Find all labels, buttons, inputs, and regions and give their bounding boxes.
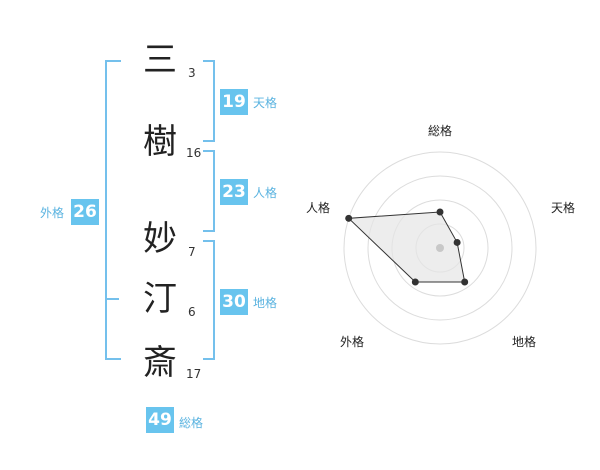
stroke-count-5: 17: [186, 367, 202, 381]
name-char-1: 三: [143, 40, 177, 80]
stroke-count-3: 7: [188, 245, 196, 259]
radar-point-4: [411, 278, 419, 286]
chikaku-bracket: [203, 240, 215, 360]
stroke-count-4: 6: [188, 305, 196, 319]
gaikaku-bracket: [105, 60, 121, 360]
chikaku-value-badge: 30: [220, 289, 248, 315]
radar-axis-label-tenkaku: 天格: [551, 200, 575, 215]
jinkaku-label: 人格: [253, 186, 278, 200]
tenkaku-label: 天格: [253, 96, 278, 110]
radar-axis-label-gaikaku: 外格: [340, 334, 364, 349]
radar-ring-3: [367, 175, 513, 321]
gaikaku-bracket-mid-tick: [105, 298, 119, 300]
radar-axis-label-jinkaku: 人格: [306, 200, 330, 215]
radar-polygon: [347, 211, 466, 283]
chikaku-label: 地格: [253, 296, 278, 310]
radar-point-1: [436, 208, 444, 216]
soukaku-value-badge: 49: [146, 407, 174, 433]
radar-center-dot: [436, 244, 444, 252]
jinkaku-value-badge: 23: [220, 179, 248, 205]
radar-axis-label-chikaku: 地格: [512, 334, 536, 349]
radar-point-5: [345, 214, 353, 222]
stroke-count-2: 16: [186, 146, 202, 160]
stroke-count-1: 3: [188, 66, 196, 80]
radar-point-3: [461, 278, 469, 286]
radar-ring-4: [343, 151, 537, 345]
tenkaku-value-badge: 19: [220, 89, 248, 115]
tenkaku-bracket: [203, 60, 215, 142]
jinkaku-bracket: [203, 150, 215, 232]
gaikaku-value-badge: 26: [71, 199, 99, 225]
radar-point-2: [453, 238, 461, 246]
name-char-4: 汀: [143, 279, 177, 319]
name-char-3: 妙: [143, 219, 177, 259]
radar-axis-label-soukaku: 総格: [428, 123, 452, 138]
name-char-5: 斎: [143, 343, 177, 383]
name-char-2: 樹: [143, 122, 177, 162]
soukaku-label: 総格: [179, 416, 204, 430]
radar-points: [345, 208, 469, 286]
gaikaku-label: 外格: [40, 206, 65, 220]
